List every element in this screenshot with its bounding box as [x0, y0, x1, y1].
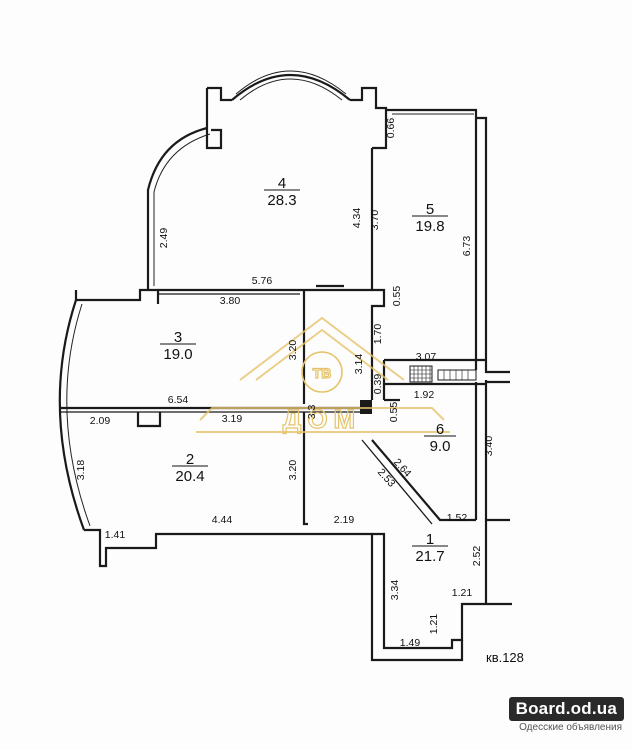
watermark-top-text: ТВ [313, 365, 332, 381]
room-number-2: 2 [186, 451, 194, 468]
dimension-label: 0.55 [388, 402, 400, 423]
dimension-label: 5.76 [252, 275, 273, 287]
dimension-label: 2.09 [90, 415, 111, 427]
dimension-label: 1.41 [105, 529, 126, 541]
dimension-label: 3.3 [306, 405, 318, 420]
room-area-6: 9.0 [430, 438, 451, 455]
dimension-label: 4.44 [212, 514, 233, 526]
room-number-3: 3 [174, 329, 182, 346]
dimension-label: 3.40 [483, 436, 495, 457]
room-number-4: 4 [278, 175, 286, 192]
watermark: ТВ ДОМ [196, 316, 450, 435]
room-number-1: 1 [426, 531, 434, 548]
dimension-label: 3.20 [287, 340, 299, 361]
dimension-label: 3.20 [287, 460, 299, 481]
dimension-label: 2.19 [334, 514, 355, 526]
dimension-label: 0.55 [391, 286, 403, 307]
dimension-label: 6.54 [168, 394, 189, 406]
room-area-4: 28.3 [267, 192, 296, 209]
dimension-label: 6.73 [461, 236, 473, 257]
dimension-label: 4.34 [351, 208, 363, 229]
room-number-5: 5 [426, 201, 434, 218]
watermark-bottom-text: ДОМ [283, 404, 361, 434]
dimension-label: 3.80 [220, 295, 241, 307]
dimension-label: 3.07 [416, 351, 437, 363]
dimension-label: 1.52 [447, 512, 468, 524]
dimension-label: 1.92 [414, 389, 435, 401]
dimension-label: 0.39 [372, 374, 384, 395]
dimension-label: 3.19 [222, 413, 243, 425]
outer-walls [58, 70, 512, 662]
room-area-5: 19.8 [415, 218, 444, 235]
dimension-label: 3.14 [353, 354, 365, 375]
source-site-badge[interactable]: Board.od.ua [508, 697, 624, 721]
dimension-label: 1.49 [400, 637, 421, 649]
dimension-label: 1.21 [428, 614, 440, 635]
room-labels: 4 28.3 5 19.8 3 19.0 6 9.0 2 20.4 1 21.7 [160, 175, 456, 565]
dimension-label: 1.21 [452, 587, 473, 599]
utility-shafts [360, 365, 477, 414]
dimension-label: 2.53 [375, 466, 398, 489]
dimension-label: 3.18 [75, 460, 87, 481]
room-area-2: 20.4 [175, 468, 204, 485]
room-area-1: 21.7 [415, 548, 444, 565]
source-site-caption: Одесские объявления [519, 722, 622, 733]
dimension-label: 2.49 [158, 228, 170, 249]
dimension-label: 2.52 [471, 546, 483, 567]
room-number-6: 6 [436, 421, 444, 438]
dimension-label: 3.70 [369, 210, 381, 231]
dimension-label: 3.34 [389, 580, 401, 601]
apartment-label: кв.128 [486, 650, 524, 665]
room-area-3: 19.0 [163, 346, 192, 363]
dimension-label: 0.66 [385, 118, 397, 139]
dimension-label: 2.64 [391, 456, 414, 479]
dimension-label: 1.70 [372, 324, 384, 345]
